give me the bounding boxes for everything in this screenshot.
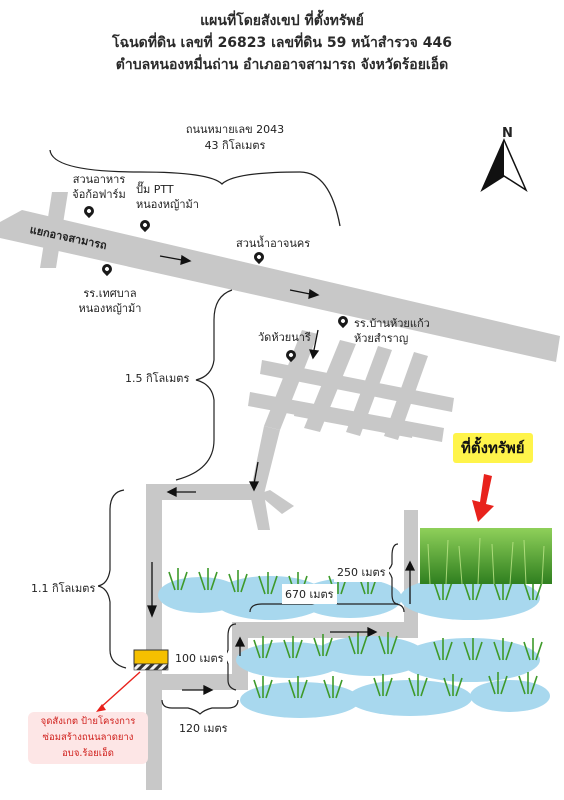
location-info: ตำบลหนองหมื่นถ่าน อำเภออาจสามารถ จังหวัด… [115,57,449,73]
deed-info: โฉนดที่ดิน เลขที่ 26823 เลขที่ดิน 59 หน้… [112,35,452,51]
map-title: แผนที่โดยสังเขป ที่ตั้งทรัพย์ [200,13,364,29]
landmark-note: จุดสังเกต ป้ายโครงการ ซ่อมสร้างถนนลาดยาง… [28,712,148,764]
project-signboard [133,649,169,665]
junction-side-road [40,192,68,268]
water-park-label: สวนน้ำอาจนคร [236,237,311,250]
property-location-label: ที่ตั้งทรัพย์ [453,433,533,463]
brace-15km [175,289,233,481]
village-roads [248,330,454,442]
vertical-road [146,484,162,790]
distance-15km-label: 1.5 กิโลเมตร [122,368,193,388]
school1-label: รร.เทศบาล หนองหญ้าม้า [78,287,142,315]
distance-120m-label: 120 เมตร [176,718,231,738]
west-road [146,484,260,500]
distance-250m-label: 250 เมตร [334,562,389,582]
signboard-pointer [99,671,141,709]
distance-11km-label: 1.1 กิโลเมตร [28,578,99,598]
highway-brace [49,149,341,227]
distance-670m-label: 670 เมตร [282,584,337,604]
property-arrow [472,474,494,522]
north-label: N [502,126,513,141]
distance-100m-label: 100 เมตร [172,648,227,668]
ptt-label: ปั๊ม PTT หนองหญ้าม้า [136,183,199,211]
village-connector-road [250,426,280,494]
temple-label: วัดห้วยนารี [258,331,311,344]
restaurant-label: สวนอาหาร จ้อก้อฟาร์ม [72,173,126,201]
main-highway [0,210,560,362]
highway-distance: 43 กิโลเมตร [204,139,266,152]
brace-120m [161,699,239,715]
rice-plants [168,568,543,699]
property-plot [420,528,552,584]
property-access-road [232,622,418,638]
school2-label: รร.บ้านห้วยแก้ว ห้วยสำราญ [354,317,430,345]
brace-11km [97,489,127,669]
highway-number: ถนนหมายเลข 2043 [185,123,285,136]
paddy-fields [158,576,550,718]
north-arrow [480,138,528,192]
